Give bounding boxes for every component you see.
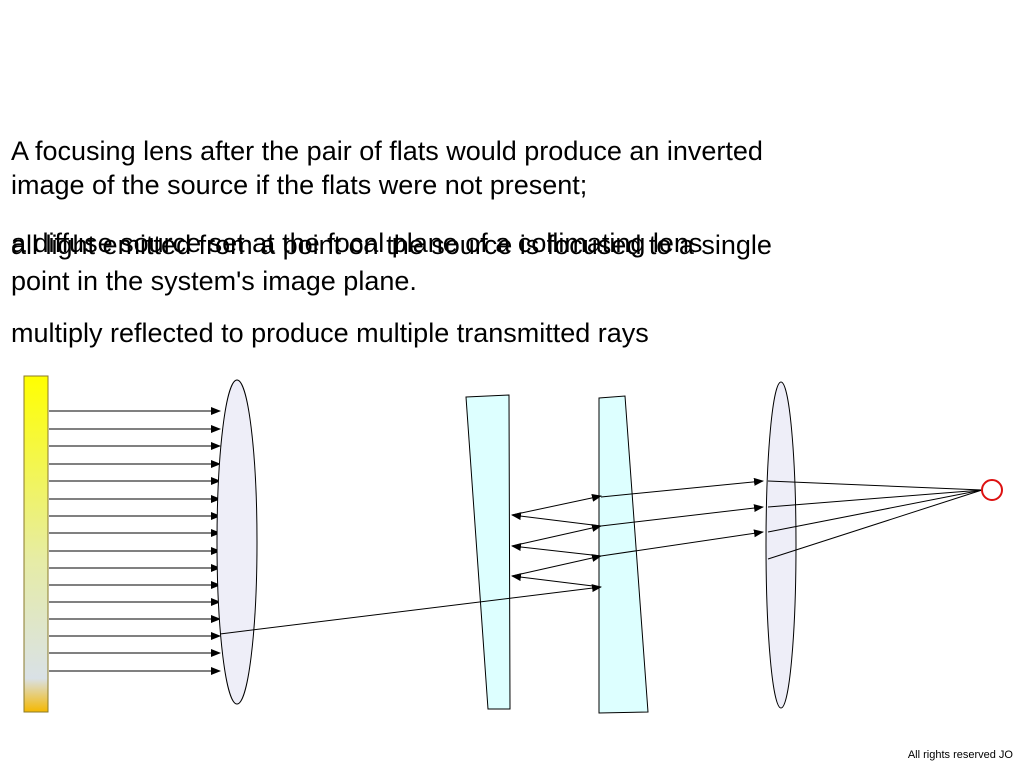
- text-line-2: image of the source if the flats were no…: [11, 170, 588, 200]
- transmitted-ray: [600, 504, 764, 527]
- reflected-ray: [511, 512, 602, 527]
- focal-point: [981, 479, 1003, 501]
- reflected-ray: [511, 493, 602, 516]
- multiple-reflection-rays: [219, 477, 983, 635]
- flat-2: [598, 395, 649, 714]
- reflected-ray: [511, 573, 602, 588]
- reflected-ray: [511, 554, 602, 577]
- text-line-1: A focusing lens after the pair of flats …: [11, 136, 763, 166]
- diffuse-source: [23, 375, 49, 713]
- collimated-rays: [49, 407, 221, 675]
- flat-1: [465, 394, 511, 710]
- collimating-lens: [216, 379, 258, 705]
- transmitted-ray: [600, 529, 764, 557]
- focused-ray: [767, 480, 983, 491]
- reflected-ray: [511, 543, 602, 557]
- focused-ray: [767, 489, 983, 508]
- text-line-4: point in the system's image plane.: [11, 266, 417, 296]
- overlapping-text-line: a diffuse source set at the focal plane …: [11, 228, 703, 258]
- focused-ray: [767, 489, 983, 560]
- focusing-lens: [765, 381, 797, 709]
- text-line-5: multiply reflected to produce multiple t…: [11, 318, 649, 348]
- transmitted-ray: [600, 477, 764, 498]
- focused-ray: [767, 489, 983, 533]
- incident-ray: [219, 584, 602, 635]
- text-line-3: all light emitted from a point on the so…: [11, 230, 772, 260]
- reflected-ray: [511, 524, 602, 547]
- copyright-notice: All rights reserved JO: [907, 749, 1013, 761]
